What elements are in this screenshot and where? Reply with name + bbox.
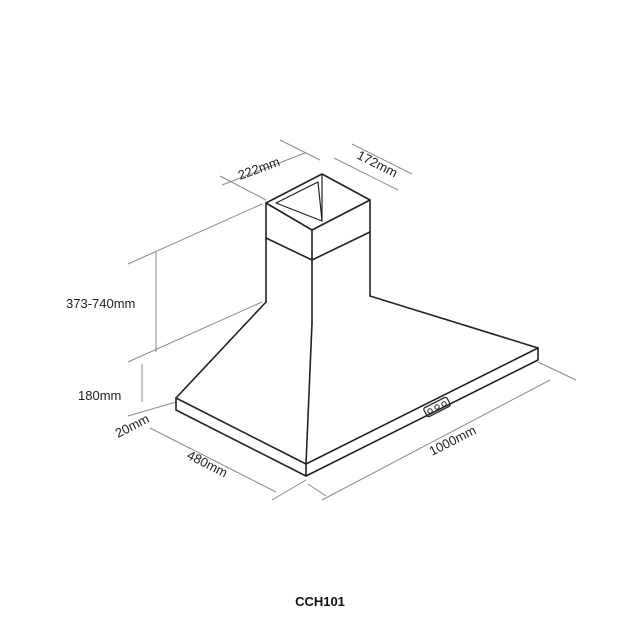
- hood-body: [175, 173, 539, 477]
- canopy-left-slope: [175, 301, 267, 399]
- dim-line-chimney-height-ext-top: [127, 203, 263, 265]
- button-icon: [434, 404, 440, 410]
- rim-bottom-edge: [175, 347, 539, 477]
- model-label: CCH101: [295, 594, 345, 609]
- label-width: 1000mm: [427, 422, 479, 458]
- rim-top-edge: [175, 347, 539, 465]
- control-panel-outline: [423, 396, 451, 418]
- chimney-top-inner: [275, 181, 323, 222]
- canopy-right-slope: [369, 295, 539, 349]
- dim-line-chimney-depth: [333, 157, 399, 191]
- dim-line-depth-ext: [271, 479, 307, 501]
- label-rim-height: 20mm: [113, 411, 152, 441]
- button-icon: [427, 408, 433, 414]
- dim-line-rim-ext: [127, 401, 177, 417]
- dim-line-width-ext-right: [537, 361, 577, 381]
- label-canopy-height: 180mm: [78, 388, 121, 403]
- label-chimney-width: 222mm: [236, 154, 282, 183]
- button-icon: [441, 401, 447, 407]
- dim-line-width-main: [321, 379, 551, 501]
- dim-line-chimney-width: [219, 175, 267, 201]
- control-panel: [423, 396, 451, 418]
- canopy-front-ridge: [305, 322, 313, 465]
- dim-line-chimney-width-ext: [279, 139, 321, 161]
- chimney-sleeve-joint: [265, 231, 371, 261]
- dimension-labels: 222mm 172mm 373-740mm 180mm 20mm 480mm 1…: [66, 147, 478, 480]
- label-chimney-height: 373-740mm: [66, 296, 135, 311]
- dim-line-depth-main: [149, 427, 277, 493]
- dim-line-chimney-width-main: [221, 152, 306, 186]
- dim-line-chimney-height-ext-bot: [127, 301, 263, 363]
- label-depth: 480mm: [185, 447, 230, 480]
- label-chimney-depth: 172mm: [355, 147, 400, 180]
- dimension-lines: [127, 139, 577, 501]
- dim-line-chimney-depth-ext: [351, 143, 413, 175]
- dim-line-width-ext-left: [307, 483, 327, 497]
